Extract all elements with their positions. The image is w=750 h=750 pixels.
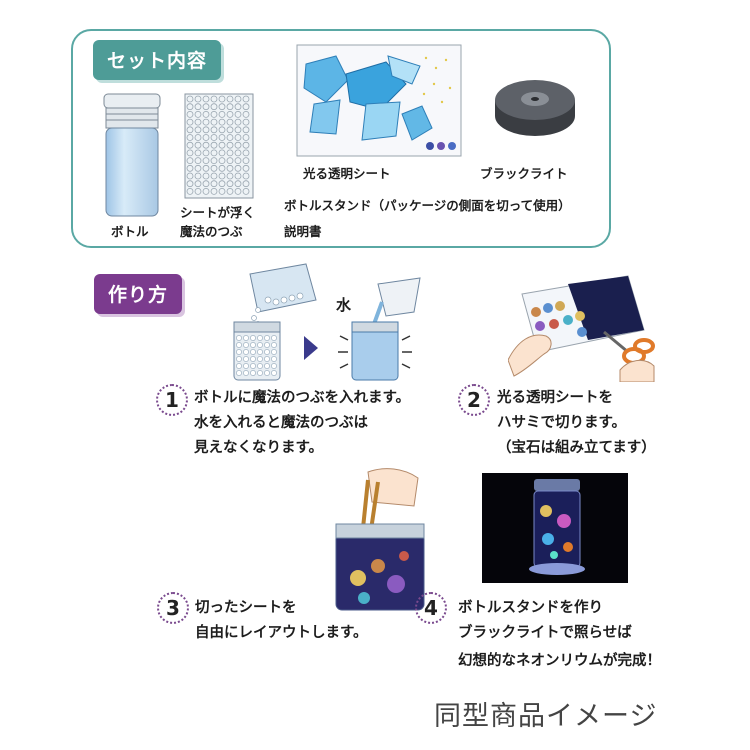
blacklight-label: ブラックライト [480,166,568,181]
step2-illustration [508,275,655,382]
step4-photo [482,473,628,583]
set-contents-tag: セット内容 [93,40,222,80]
image-caption: 同型商品イメージ [434,701,658,732]
step2-line1: 光る透明シートを [497,390,613,406]
step2-number: 2 [458,384,490,416]
how-to-tag: 作り方 [94,274,183,314]
step1-illustration: 水 [233,263,421,381]
step1-line2: 水を入れると魔法のつぶは [194,415,368,431]
luminous-sheet-image [296,44,462,157]
step4-number: 4 [415,592,447,624]
step3-number: 3 [157,592,189,624]
step3-illustration [335,468,425,611]
step1-line3: 見えなくなります。 [194,440,324,456]
water-label: 水 [336,296,352,314]
luminous-sheet-label: 光る透明シート [303,166,391,181]
step3-line1: 切ったシートを [195,600,297,616]
step4-line2: ブラックライトで照らせば [458,625,632,641]
step1-line1: ボトルに魔法のつぶを入れます。 [194,390,411,406]
blacklight-image [495,80,575,136]
step2-line3: （宝石は組み立てます） [497,440,656,456]
bottle-label: ボトル [111,224,149,239]
step4-line1: ボトルスタンドを作り [458,600,603,616]
step4-line3: 幻想的なネオンリウムが完成！ [458,653,661,669]
step2-line2: ハサミで切ります。 [497,415,627,431]
step3-line2: 自由にレイアウトします。 [195,625,368,641]
bottle-image [103,93,161,217]
bottle-stand-label: ボトルスタンド（パッケージの側面を切って使用） [284,198,571,213]
step1-number: 1 [156,384,188,416]
beads-label-line2: 魔法のつぶ [180,224,243,239]
manual-label: 説明書 [284,224,322,239]
beads-sheet-image [184,93,254,199]
beads-label-line1: シートが浮く [180,205,256,220]
